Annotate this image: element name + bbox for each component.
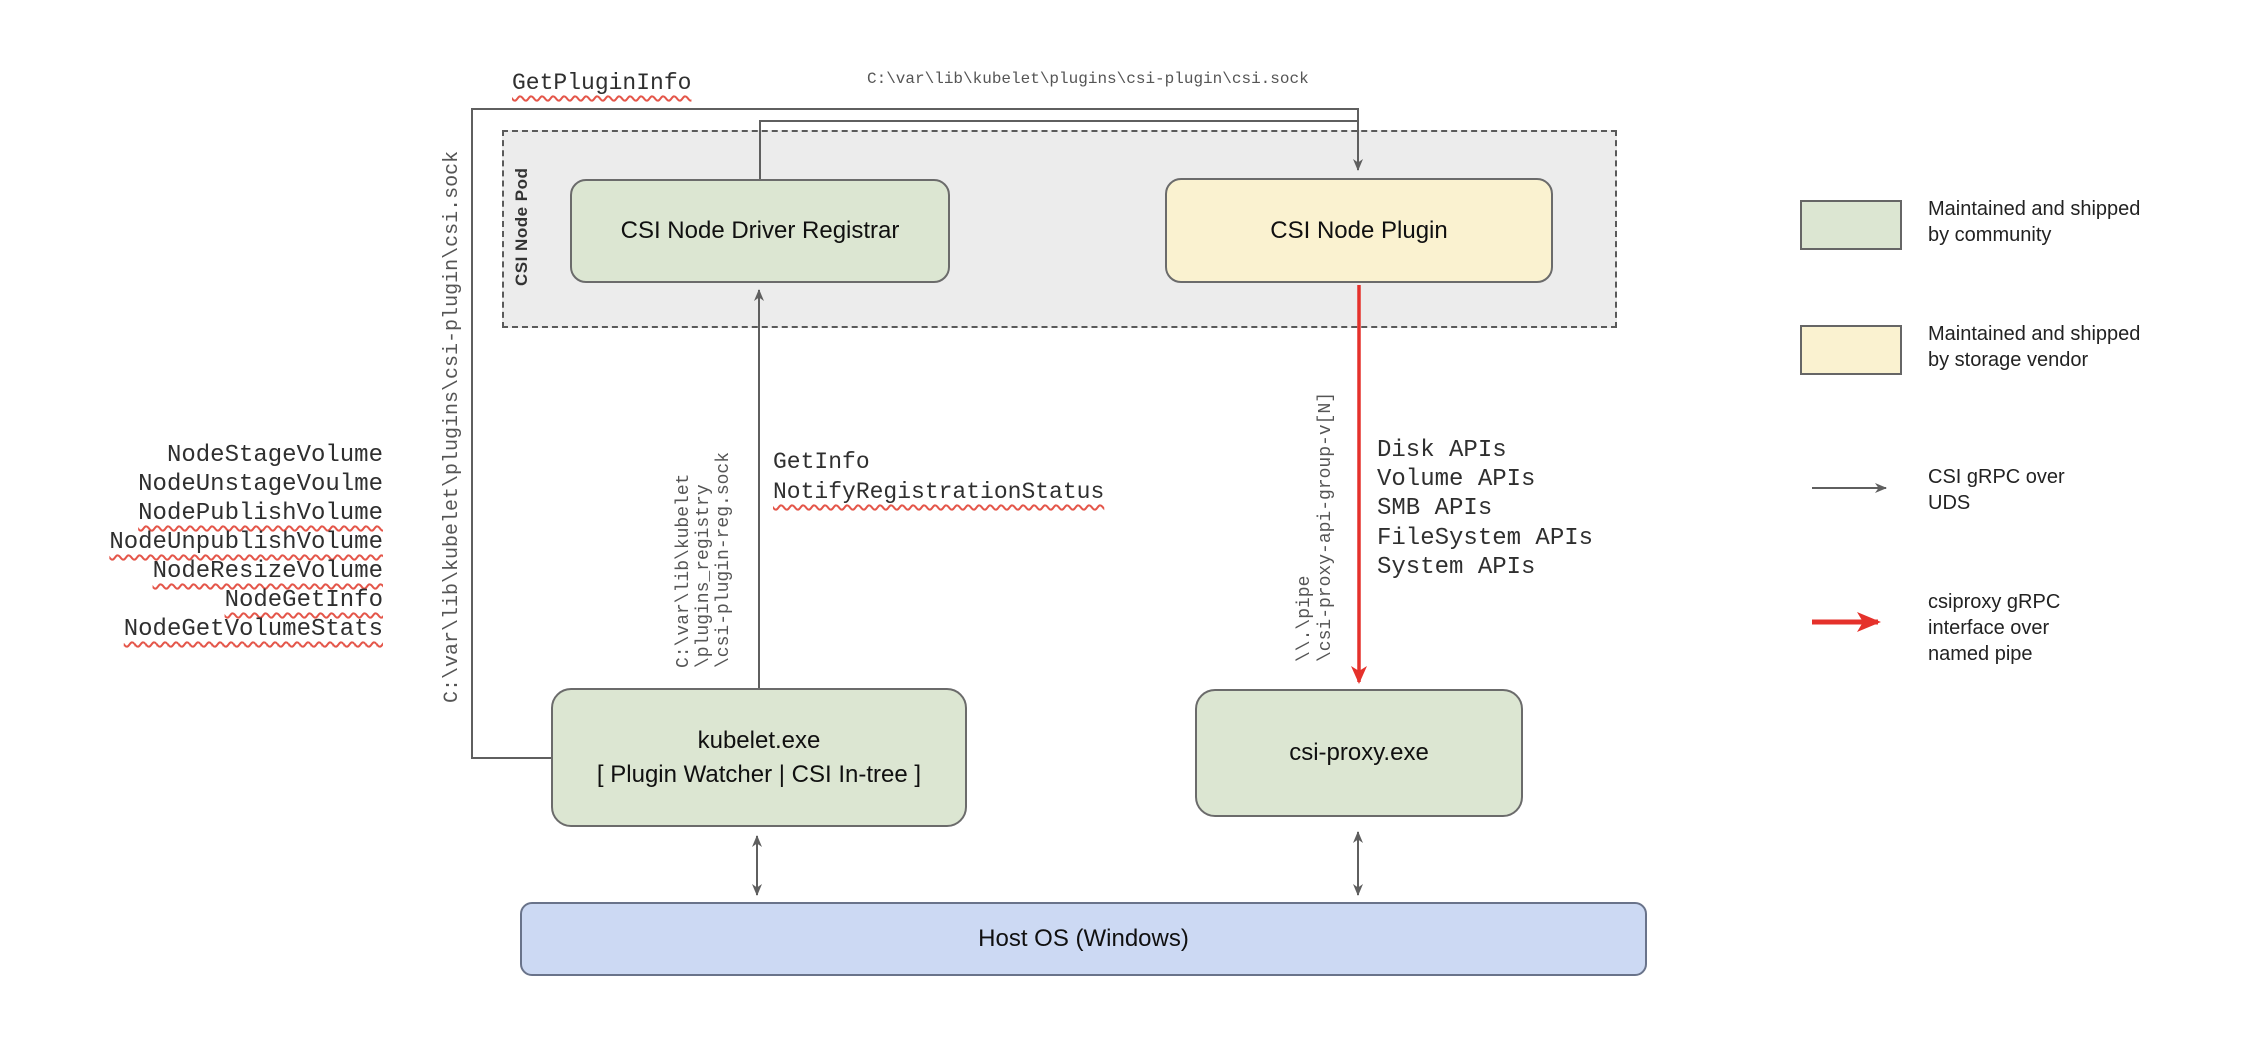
node-call: NodeResizeVolume (152, 558, 383, 585)
named-pipe-path-line: \\.\pipe (1295, 575, 1315, 662)
node-call: NodeUnpublishVolume (109, 529, 383, 556)
kubelet-subtitle: [ Plugin Watcher | CSI In-tree ] (596, 760, 922, 788)
csi-proxy-label: csi-proxy.exe (1289, 739, 1429, 766)
registration-path-line: \plugins_registry (694, 484, 714, 668)
node-call: NodeUnstageVoulme (138, 471, 383, 498)
node-host-os: Host OS (Windows) (520, 902, 1647, 976)
node-csi-proxy: csi-proxy.exe (1195, 689, 1523, 817)
node-call: NodePublishVolume (138, 500, 383, 527)
node-call: NodeStageVolume (166, 442, 383, 469)
api-item: System APIs (1377, 553, 1536, 581)
get-plugin-info-label: GetPluginInfo (512, 70, 692, 96)
registration-path-line: \csi-plugin-reg.sock (714, 451, 734, 668)
node-csi-node-driver-registrar: CSI Node Driver Registrar (570, 179, 950, 283)
legend-vendor-label: Maintained and shipped by storage vendor (1928, 323, 2141, 371)
legend-uds-label: CSI gRPC over UDS (1928, 466, 2065, 514)
csi-node-pod-label: CSI Node Pod (512, 167, 531, 286)
host-os-label: Host OS (Windows) (978, 925, 1189, 952)
registration-path-line: C:\var\lib\kubelet (674, 473, 694, 668)
csi-sock-path-left-label: C:\var\lib\kubelet\plugins\csi-plugin\cs… (441, 150, 464, 703)
api-item: SMB APIs (1377, 495, 1493, 523)
api-item: Volume APIs (1377, 466, 1536, 494)
registrar-label: CSI Node Driver Registrar (620, 217, 900, 244)
api-item: FileSystem APIs (1377, 524, 1594, 552)
registration-call: NotifyRegistrationStatus (773, 479, 1105, 505)
registration-call: GetInfo (773, 449, 870, 475)
node-kubelet: kubelet.exe [ Plugin Watcher | CSI In-tr… (551, 688, 967, 827)
csi-proxy-api-list: Disk APIs Volume APIs SMB APIs FileSyste… (1377, 436, 1593, 582)
node-call: NodeGetInfo (224, 587, 383, 614)
named-pipe-path-line: \csi-proxy-api-group-v[N] (1316, 391, 1336, 662)
legend-community-swatch (1800, 200, 1902, 250)
legend-community-label: Maintained and shipped by community (1928, 198, 2141, 246)
kubelet-node-calls-list: NodeStageVolume NodeUnstageVoulme NodePu… (83, 441, 383, 644)
node-call: NodeGetVolumeStats (123, 616, 383, 643)
registration-calls-list: GetInfo NotifyRegistrationStatus (773, 447, 1104, 507)
legend-vendor-swatch (1800, 325, 1902, 375)
csi-sock-path-top-label: C:\var\lib\kubelet\plugins\csi-plugin\cs… (867, 70, 1309, 88)
plugin-label: CSI Node Plugin (1270, 216, 1448, 244)
registration-socket-path-label: C:\var\lib\kubelet \plugins_registry \cs… (674, 452, 734, 668)
named-pipe-path-label: \\.\pipe \csi-proxy-api-group-v[N] (1295, 392, 1337, 662)
node-csi-node-plugin: CSI Node Plugin (1165, 178, 1553, 283)
api-item: Disk APIs (1377, 437, 1507, 464)
legend-namedpipe-label: csiproxy gRPC interface over named pipe (1928, 591, 2061, 665)
kubelet-title: kubelet.exe (697, 726, 821, 754)
